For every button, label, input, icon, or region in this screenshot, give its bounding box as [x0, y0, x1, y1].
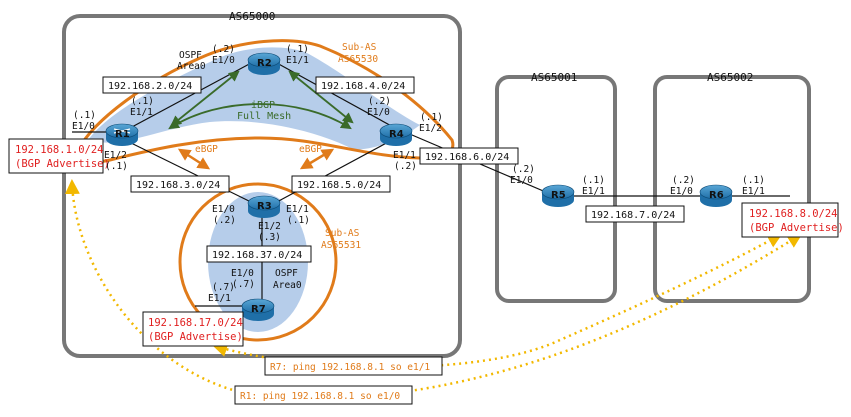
iface-r7-left-2: E1/1	[208, 293, 231, 304]
router-r6[interactable]: R6	[699, 184, 733, 207]
ibgp-arrow-r1-r2	[170, 70, 240, 127]
svg-text:R1: ping 192.168.8.1 so e1/0: R1: ping 192.168.8.1 so e1/0	[240, 391, 400, 402]
router-label-r4: R4	[389, 129, 404, 140]
iface-r2-right-2: E1/1	[286, 55, 309, 66]
sub-as-bottom-label-2: AS65531	[321, 240, 361, 251]
ibgp-arrow-r2-r4	[288, 70, 354, 124]
iface-r5-right-1: (.1)	[582, 175, 605, 186]
sub-as-top-label-2: AS65530	[338, 54, 378, 65]
iface-r1-top-2: E1/1	[130, 107, 153, 118]
subnet-192-168-37: 192.168.37.0/24	[206, 245, 312, 263]
iface-r4-bottom-1: E1/1	[393, 150, 416, 161]
sub-as-bottom-label-1: Sub-AS	[325, 228, 360, 239]
iface-r1-bottom-2: (.1)	[105, 161, 128, 172]
svg-text:192.168.7.0/24: 192.168.7.0/24	[591, 210, 675, 221]
router-label-r5: R5	[551, 190, 566, 201]
sub-as-top-label-1: Sub-AS	[342, 42, 377, 53]
svg-text:(BGP Advertise): (BGP Advertise)	[148, 331, 243, 343]
iface-r2-right-1: (.1)	[286, 44, 309, 55]
iface-r7-top-2: (.7)	[232, 279, 255, 290]
svg-text:192.168.8.0/24: 192.168.8.0/24	[749, 208, 838, 220]
iface-r1-left-2: E1/0	[72, 121, 95, 132]
subnet-192-168-2: 192.168.2.0/24	[102, 76, 202, 94]
iface-r4-bottom-2: (.2)	[394, 161, 417, 172]
iface-r5-left-2: E1/0	[510, 175, 533, 186]
ospf-bottom-label-1: OSPF	[275, 268, 298, 279]
svg-text:192.168.1.0/24: 192.168.1.0/24	[15, 144, 104, 156]
iface-r6-right-1: (.1)	[742, 175, 765, 186]
router-label-r1: R1	[115, 129, 130, 140]
ebgp-arrow-right	[299, 148, 335, 170]
ospf-top-label-1: OSPF	[179, 50, 202, 61]
ebgp-label-left: eBGP	[195, 144, 218, 155]
ebgp-arrow-left	[177, 148, 211, 170]
svg-text:R7: ping 192.168.8.1 so e1/1: R7: ping 192.168.8.1 so e1/1	[270, 362, 430, 373]
ebgp-label-right: eBGP	[299, 144, 322, 155]
iface-r5-right-2: E1/1	[582, 186, 605, 197]
ibgp-label-1: iBGP	[251, 100, 275, 111]
iface-r6-right-2: E1/1	[742, 186, 765, 197]
subnet-192-168-6: 192.168.6.0/24	[419, 147, 519, 165]
router-label-r3: R3	[257, 201, 272, 212]
iface-r1-left-1: (.1)	[73, 110, 96, 121]
svg-text:(BGP Advertise): (BGP Advertise)	[749, 222, 844, 234]
advertise-192-168-1: 192.168.1.0/24 (BGP Advertise)	[8, 138, 110, 174]
router-label-r7: R7	[251, 304, 266, 315]
router-label-r2: R2	[257, 58, 272, 69]
link-r1-r3	[124, 139, 254, 204]
iface-r3-left-1: E1/0	[212, 204, 235, 215]
ospf-bottom-label-2: Area0	[273, 280, 302, 291]
iface-r3-bottom-2: (.3)	[258, 232, 281, 243]
svg-text:192.168.37.0/24: 192.168.37.0/24	[212, 250, 302, 261]
iface-r6-left-1: (.2)	[672, 175, 695, 186]
ibgp-arrow-r1-r4-curve	[168, 103, 352, 130]
router-r4[interactable]: R4	[379, 123, 413, 146]
iface-r3-left-2: (.2)	[213, 215, 236, 226]
iface-r4-left-2: E1/0	[367, 107, 390, 118]
iface-r6-left-2: E1/0	[670, 186, 693, 197]
svg-text:(BGP Advertise): (BGP Advertise)	[15, 158, 110, 170]
svg-text:192.168.4.0/24: 192.168.4.0/24	[321, 81, 405, 92]
iface-r7-top-1: E1/0	[231, 268, 254, 279]
as65002-label: AS65002	[707, 71, 753, 84]
advertise-192-168-8: 192.168.8.0/24 (BGP Advertise)	[741, 202, 844, 238]
iface-r4-left-1: (.2)	[368, 96, 391, 107]
advertise-192-168-17: 192.168.17.0/24 (BGP Advertise)	[142, 311, 244, 347]
subnet-192-168-3: 192.168.3.0/24	[130, 175, 230, 193]
router-r2[interactable]: R2	[247, 52, 281, 75]
iface-r1-bottom-1: E1/2	[104, 150, 127, 161]
iface-r4-right-1: (.1)	[420, 112, 443, 123]
svg-text:192.168.3.0/24: 192.168.3.0/24	[136, 180, 220, 191]
iface-r2-left-2: E1/0	[212, 55, 235, 66]
svg-text:192.168.2.0/24: 192.168.2.0/24	[108, 81, 192, 92]
router-r5[interactable]: R5	[541, 184, 575, 207]
subnet-192-168-4: 192.168.4.0/24	[315, 76, 415, 94]
iface-r3-right-2: (.1)	[287, 215, 310, 226]
ibgp-label-2: Full Mesh	[237, 111, 291, 122]
iface-r7-left-1: (.7)	[212, 282, 235, 293]
iface-r3-bottom-1: E1/2	[258, 221, 281, 232]
iface-r3-right-1: E1/1	[286, 204, 309, 215]
iface-r2-left-1: (.2)	[212, 44, 235, 55]
router-label-r6: R6	[709, 190, 724, 201]
ping-box-r1: R1: ping 192.168.8.1 so e1/0	[234, 385, 413, 405]
iface-r5-left-1: (.2)	[512, 164, 535, 175]
iface-r4-right-2: E1/2	[419, 123, 442, 134]
iface-r1-top-1: (.1)	[131, 96, 154, 107]
as65001-label: AS65001	[531, 71, 577, 84]
ping-arrow-r7	[212, 233, 783, 369]
router-r1[interactable]: R1	[105, 123, 139, 146]
router-r7[interactable]: R7	[241, 298, 275, 321]
svg-text:192.168.17.0/24: 192.168.17.0/24	[148, 317, 243, 329]
ping-box-r7: R7: ping 192.168.8.1 so e1/1	[264, 356, 443, 376]
svg-text:192.168.6.0/24: 192.168.6.0/24	[425, 152, 509, 163]
subnet-192-168-5: 192.168.5.0/24	[291, 175, 391, 193]
as65000-label: AS65000	[229, 10, 275, 23]
link-r4-r3	[274, 139, 393, 204]
router-r3[interactable]: R3	[247, 195, 281, 218]
ospf-top-label-2: Area0	[177, 61, 206, 72]
subnet-192-168-7: 192.168.7.0/24	[585, 205, 685, 223]
svg-text:192.168.5.0/24: 192.168.5.0/24	[297, 180, 381, 191]
